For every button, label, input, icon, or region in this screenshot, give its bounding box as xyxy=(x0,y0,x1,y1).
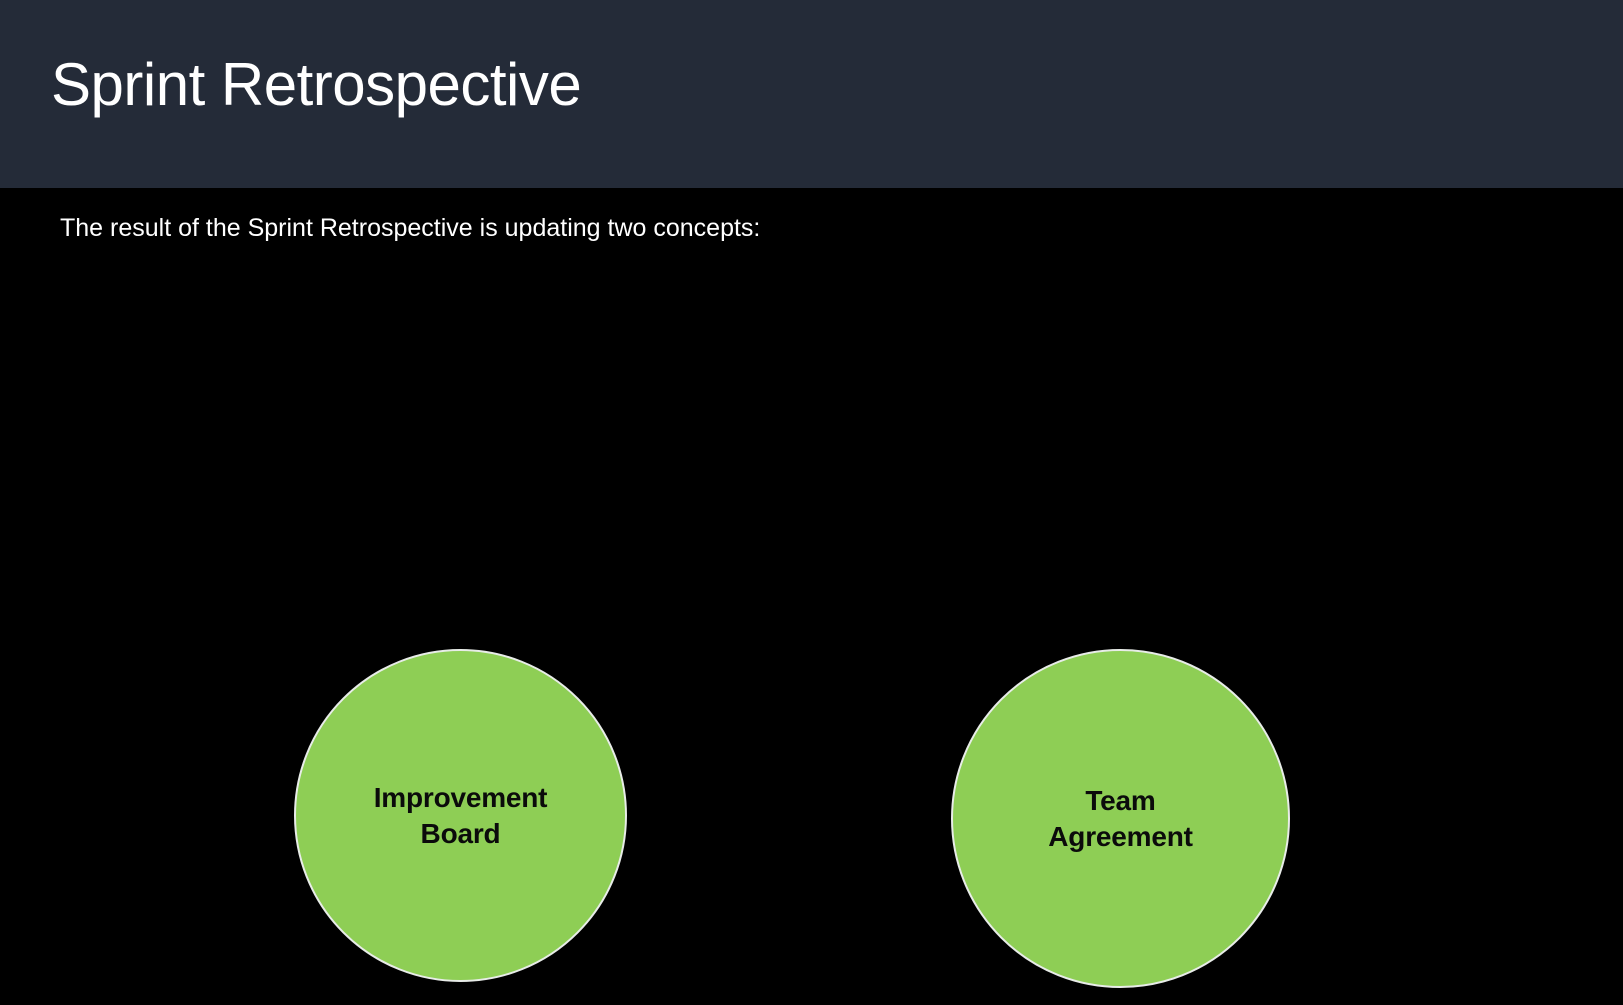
concept-label-improvement-board: Improvement Board xyxy=(373,781,548,849)
concept-label-team-agreement: Team Agreement xyxy=(1048,784,1193,852)
page-title: Sprint Retrospective xyxy=(51,51,582,118)
slide-header-band: Sprint Retrospective xyxy=(0,0,1623,188)
concept-circle-team-agreement: Team Agreement xyxy=(951,649,1290,988)
slide-subtitle: The result of the Sprint Retrospective i… xyxy=(60,214,761,242)
concept-circle-improvement-board: Improvement Board xyxy=(294,649,627,982)
slide-body: The result of the Sprint Retrospective i… xyxy=(0,188,1623,1005)
